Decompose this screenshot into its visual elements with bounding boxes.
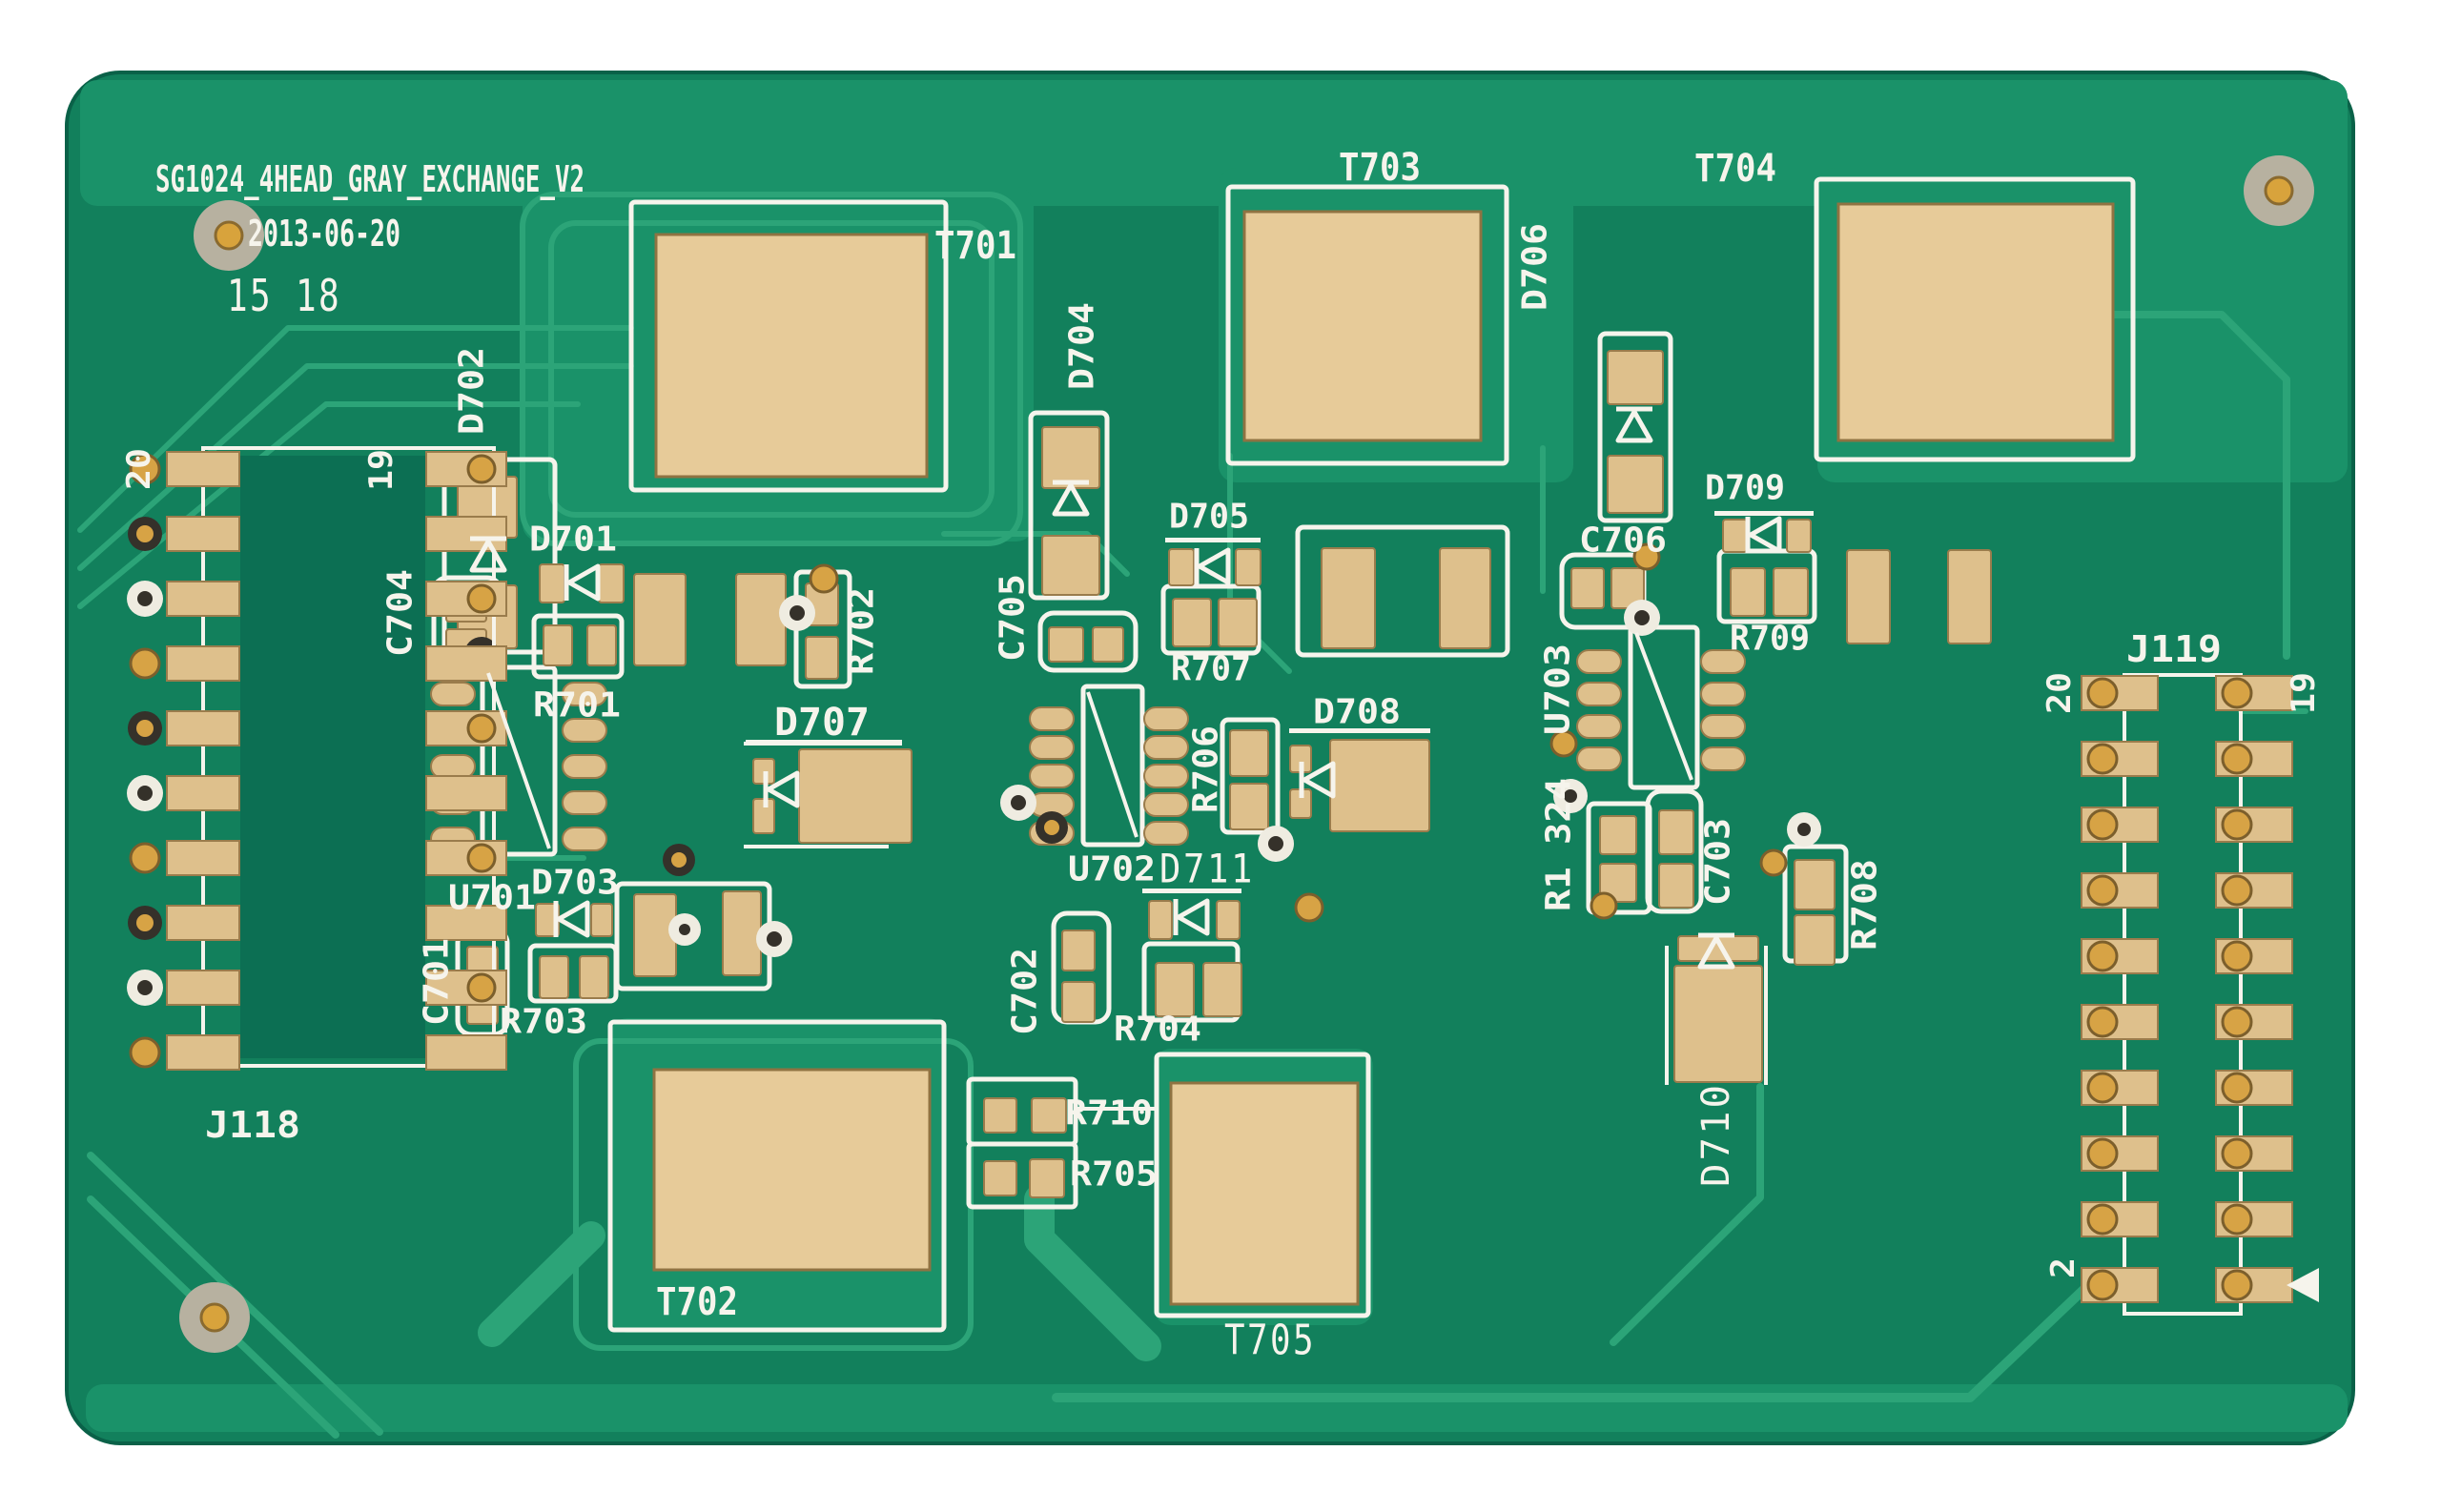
silkscreen-label-R701: R701 <box>533 686 621 725</box>
pad-T704 <box>1836 202 2115 442</box>
silkscreen-label-20: 20 <box>2041 672 2079 714</box>
silkscreen-label-T703: T703 <box>1339 146 1421 190</box>
connector-pin-pad <box>425 516 507 552</box>
diode-symbol-icon <box>564 563 601 602</box>
pad-T705 <box>1169 1081 1360 1306</box>
silkscreen-label-D709: D709 <box>1705 469 1785 508</box>
diode-symbols <box>469 406 1782 970</box>
silkscreen-label-C702: C702 <box>1006 948 1045 1035</box>
footprint-outline-T702 <box>607 1019 947 1333</box>
silkscreen-label-T704: T704 <box>1694 147 1776 191</box>
diode-symbol-icon <box>1745 516 1782 554</box>
connector-pin-pad <box>166 970 240 1006</box>
silkscreen-label-R706: R706 <box>1187 725 1226 813</box>
silkscreen-label-U702: U702 <box>1068 850 1156 889</box>
silkscreen-label-R705: R705 <box>1070 1155 1158 1195</box>
silkscreen-label-C705: C705 <box>994 574 1033 662</box>
silkscreen-label-D702: D702 <box>453 347 492 435</box>
silkscreen-label-U701: U701 <box>448 879 536 918</box>
silkscreen-label-C706: C706 <box>1579 521 1667 561</box>
connector-pin-pad <box>425 775 507 811</box>
diode-symbol-icon <box>1173 898 1210 936</box>
connector-pin-pad <box>425 645 507 682</box>
silkscreen-label-20: 20 <box>120 448 158 490</box>
connector-pin-pad <box>166 775 240 811</box>
connector-pin-pad <box>166 710 240 746</box>
silkscreen-label-D704: D704 <box>1063 302 1102 390</box>
diode-symbol-icon <box>1052 480 1090 517</box>
silkscreen-label-R710: R710 <box>1065 1094 1153 1134</box>
silkscreen-label-R709: R709 <box>1730 620 1810 659</box>
connector-pin-pad <box>166 1034 240 1071</box>
silkscreen-label-15-18: 15 18 <box>227 270 341 321</box>
silkscreen-lines <box>486 511 1814 1111</box>
connector-pin-pad <box>166 840 240 876</box>
silkscreen-label-D703: D703 <box>531 864 619 903</box>
footprint-outline-T701 <box>628 199 949 493</box>
silkscreen-label-2: 2 <box>2044 1257 2082 1278</box>
silkscreen-label-J119: J119 <box>2126 628 2222 670</box>
silkscreen-label-R703: R703 <box>500 1003 587 1042</box>
connector-pin-pad <box>166 581 240 617</box>
silkscreen-label-T705: T705 <box>1224 1317 1316 1365</box>
connector-pin-pad <box>425 1034 507 1071</box>
connector-pin-pad <box>166 516 240 552</box>
silkscreen-label-D707: D707 <box>774 701 870 745</box>
silkscreen-label-D701: D701 <box>529 521 617 560</box>
silkscreen-label-C703: C703 <box>1699 818 1738 906</box>
silkscreen-label-SG1024-4HEAD-GRAY-EXCHANGE-V2: SG1024_4HEAD_GRAY_EXCHANGE_V2 <box>155 158 585 200</box>
silkscreen-label-R702: R702 <box>843 587 882 675</box>
footprint-outline-T705 <box>1154 1052 1371 1318</box>
silkscreen-label-D705: D705 <box>1169 498 1249 537</box>
silkscreen-label-C704: C704 <box>381 569 421 657</box>
connector-pin-pad <box>166 645 240 682</box>
diode-symbol-icon <box>553 900 590 938</box>
component-pads <box>445 350 1992 1198</box>
silkscreen-label-R704: R704 <box>1114 1011 1201 1050</box>
silkscreen-label-D710: D710 <box>1694 1082 1738 1187</box>
footprint-outline-T703 <box>1225 184 1509 466</box>
silkscreen-label-T702: T702 <box>656 1280 738 1324</box>
diode-symbol-icon <box>1615 406 1653 443</box>
pad-T703 <box>1242 210 1483 442</box>
silkscreen-label-19: 19 <box>2285 672 2323 714</box>
silkscreen-label-D708: D708 <box>1313 693 1401 732</box>
connector-pin-pad <box>425 905 507 941</box>
diode-symbol-icon <box>1194 547 1231 585</box>
silkscreen-label-D706: D706 <box>1516 223 1555 311</box>
silkscreen-label-J118: J118 <box>205 1104 300 1146</box>
silkscreen-label-19: 19 <box>362 449 400 491</box>
silkscreen-label-T701: T701 <box>934 224 1016 268</box>
silkscreen-label-R707: R707 <box>1171 650 1251 689</box>
silkscreen-label-2013-06-20: 2013-06-20 <box>248 213 400 255</box>
silkscreen-label-R1-324: R1 324 <box>1540 778 1579 911</box>
connector-J118 <box>127 446 507 1071</box>
transformer-pads <box>607 176 2136 1333</box>
silkscreen-labels: SG1024_4HEAD_GRAY_EXCHANGE_V2 2013-06-20 1… <box>120 146 2323 1365</box>
footprint-outline-T704 <box>1814 176 2136 462</box>
pad-T701 <box>654 233 929 479</box>
mounting-holes <box>179 155 2314 1353</box>
pin1-marker-icon <box>2287 1268 2319 1302</box>
diode-symbol-icon <box>1299 761 1336 799</box>
silkscreen-label-D711: D711 <box>1159 846 1255 892</box>
diode-symbol-icon <box>763 770 800 808</box>
connector-pin-pad <box>425 451 507 487</box>
connector-J119 <box>2081 673 2319 1316</box>
silkscreen-label-R708: R708 <box>1846 859 1885 950</box>
silkscreen-label-U703: U703 <box>1539 644 1578 735</box>
diode-symbol-icon <box>1697 932 1735 970</box>
connector-pin-pad <box>166 905 240 941</box>
connector-pin-pad <box>166 451 240 487</box>
diode-symbol-icon <box>469 536 507 573</box>
silkscreen-label-C701: C701 <box>418 938 457 1026</box>
pad-T702 <box>652 1068 932 1272</box>
